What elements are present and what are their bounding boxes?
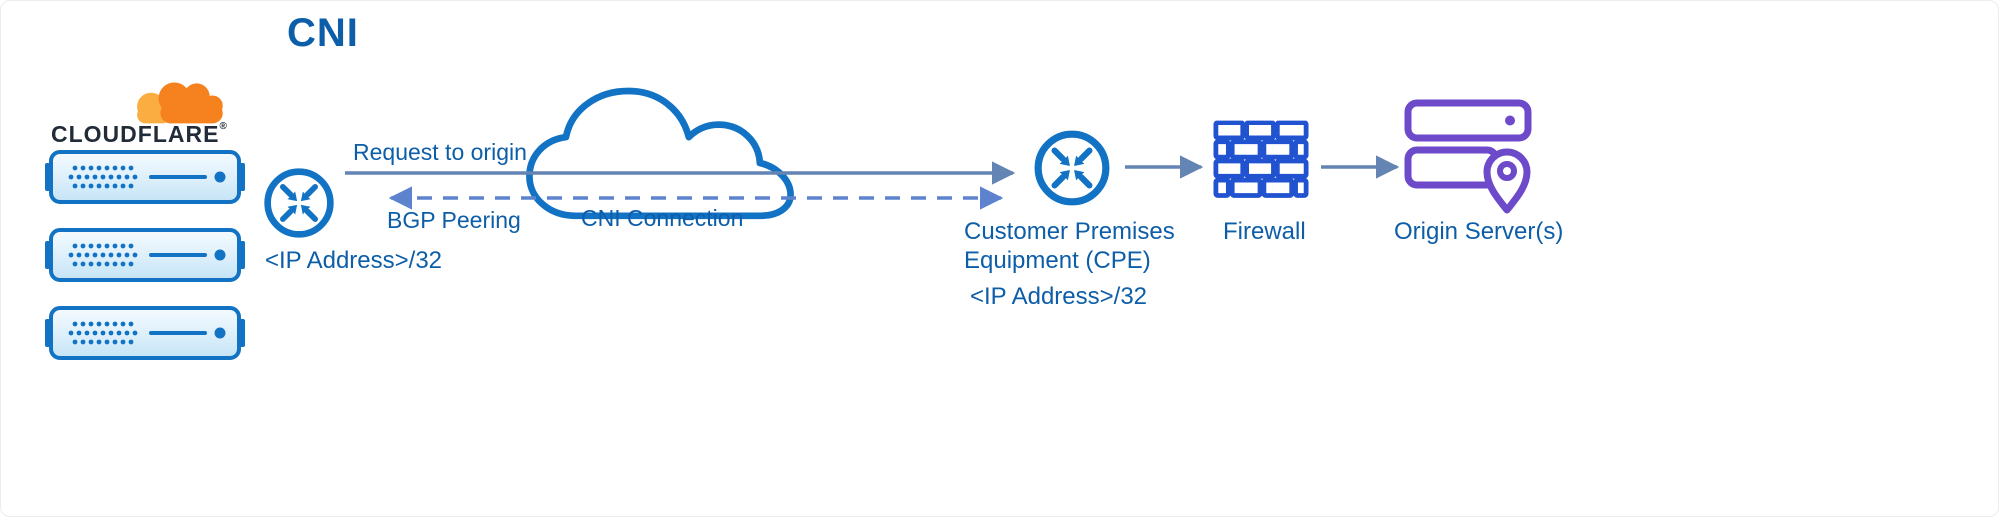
cloudflare-logo: CLOUDFLARE® [51,75,241,148]
trademark-symbol: ® [219,121,228,132]
bgp-peering-label: BGP Peering [387,207,521,233]
edge-router-icon [261,165,337,241]
cpe-ip-label: <IP Address>/32 [970,283,1148,310]
wordmark-text: CLOUDFLARE [51,121,220,147]
diagram-title: CNI [287,11,359,55]
cpe-label: Customer Premises Equipment (CPE) [964,217,1175,275]
origin-server-label: Origin Server(s) [1394,218,1564,245]
cloudflare-wordmark: CLOUDFLARE® [51,121,228,148]
cpe-label-line2: Equipment (CPE) [964,247,1151,274]
edge-server-icon [45,305,245,361]
cpe-router-icon [1031,127,1113,209]
edge-server-icon [45,149,245,205]
firewall-label: Firewall [1223,218,1306,245]
origin-server-icon [1403,97,1535,215]
request-to-origin-label: Request to origin [353,139,527,165]
cni-connection-label: CNI Connection [581,205,744,231]
cpe-label-line1: Customer Premises [964,218,1175,245]
edge-server-stack [45,149,245,361]
edge-router-ip-label: <IP Address>/32 [265,247,443,274]
firewall-icon [1213,119,1309,201]
edge-server-icon [45,227,245,283]
